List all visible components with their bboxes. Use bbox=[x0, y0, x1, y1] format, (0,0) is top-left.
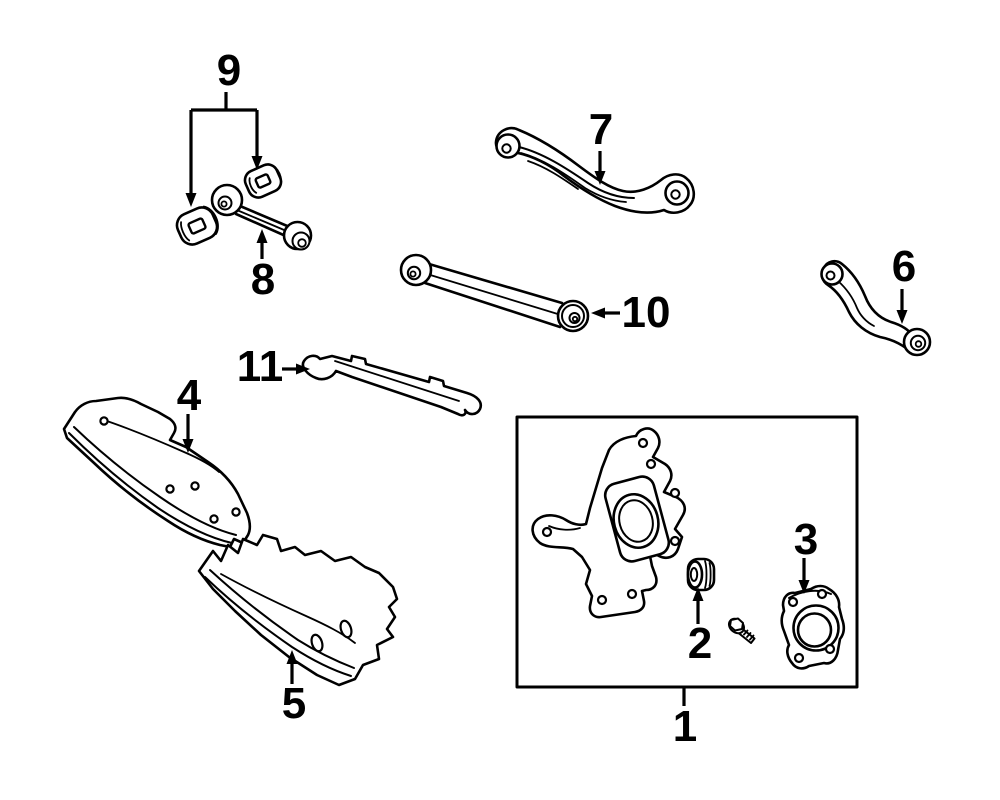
callout-4-arrow bbox=[182, 414, 194, 453]
bolt bbox=[727, 617, 756, 644]
callout-2-arrow bbox=[692, 587, 704, 624]
callout-label-1: 1 bbox=[672, 702, 698, 751]
part-1-group-box bbox=[515, 415, 859, 689]
part-6-rear-arm bbox=[820, 259, 932, 357]
callout-label-2: 2 bbox=[687, 619, 713, 668]
callout-label-11: 11 bbox=[236, 342, 284, 391]
callout-11-arrow bbox=[282, 363, 310, 375]
callout-label-7: 7 bbox=[588, 105, 614, 154]
callout-5-arrow bbox=[286, 650, 298, 684]
part-2-bushing bbox=[686, 557, 716, 592]
callout-label-6: 6 bbox=[891, 242, 917, 291]
callout-3-arrow bbox=[798, 558, 810, 594]
part-9-bushings bbox=[175, 163, 283, 246]
part-1-knuckle bbox=[531, 427, 687, 619]
part-11-brace-bracket bbox=[301, 354, 483, 417]
part-7-upper-arm bbox=[494, 126, 696, 215]
part-5-heat-shield-lower bbox=[197, 533, 399, 687]
callout-label-8: 8 bbox=[250, 255, 276, 304]
callout-9-bracket bbox=[185, 92, 263, 207]
part-9-bushing-left bbox=[175, 205, 219, 246]
callout-label-5: 5 bbox=[281, 679, 307, 728]
callout-label-3: 3 bbox=[793, 515, 819, 564]
callout-8-arrow bbox=[256, 229, 268, 259]
callout-label-10: 10 bbox=[621, 288, 671, 337]
part-4-heat-shield-upper bbox=[62, 396, 252, 549]
callout-label-4: 4 bbox=[176, 371, 202, 420]
callout-6-arrow bbox=[896, 289, 908, 324]
callout-7-arrow bbox=[594, 151, 606, 185]
part-9-bushing-right bbox=[243, 163, 283, 199]
callout-10-arrow bbox=[591, 307, 620, 319]
part-8-link-rod bbox=[210, 183, 313, 251]
part-3-hub-flange bbox=[780, 584, 846, 670]
part-10-lateral-link bbox=[399, 253, 590, 333]
callout-label-9: 9 bbox=[216, 46, 242, 95]
